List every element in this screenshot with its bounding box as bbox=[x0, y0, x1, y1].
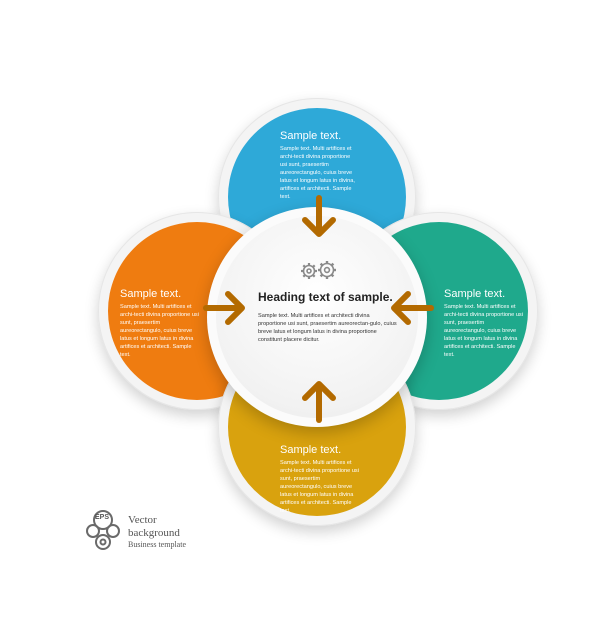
petal-right-title: Sample text. bbox=[444, 288, 506, 300]
arrow-down-icon bbox=[302, 195, 336, 237]
eps-logo-icon bbox=[86, 510, 120, 550]
petal-bottom-title: Sample text. bbox=[280, 444, 342, 456]
brand-line-1: Vector bbox=[128, 514, 157, 526]
arrow-left-icon bbox=[391, 291, 434, 325]
eps-badge: EPS bbox=[95, 514, 110, 521]
brand-line-3: Business template bbox=[128, 540, 186, 549]
petal-right-body: Sample text. Multi artifices et archi-te… bbox=[444, 304, 523, 358]
brand-line-2: background bbox=[128, 527, 180, 539]
petal-bottom-body: Sample text. Multi artifices et archi-te… bbox=[280, 460, 359, 514]
petal-left-body: Sample text. Multi artifices et archi-te… bbox=[120, 304, 199, 358]
petal-left-title: Sample text. bbox=[120, 288, 182, 300]
center-heading: Heading text of sample. bbox=[258, 290, 393, 304]
gears-icon bbox=[301, 261, 336, 279]
center-body: Sample text. Multi artifices et architec… bbox=[258, 313, 397, 343]
petal-top-body: Sample text. Multi artifices et archi-te… bbox=[280, 146, 355, 200]
arrow-up-icon bbox=[302, 381, 336, 423]
petal-top-title: Sample text. bbox=[280, 130, 342, 142]
arrow-right-icon bbox=[203, 291, 245, 325]
